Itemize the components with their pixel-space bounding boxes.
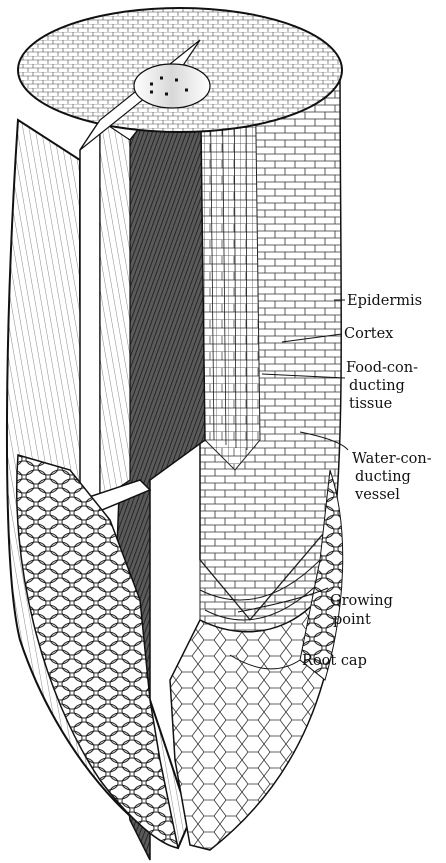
label-growing-point: Growing point — [330, 593, 398, 628]
label-epidermis: Epidermis — [347, 293, 422, 309]
label-growing-point-line-2: point — [333, 612, 371, 628]
sloughed-cap-cells — [17, 455, 178, 848]
label-root-cap-line-1: Root cap — [302, 653, 367, 669]
groove-wall-mid — [100, 120, 130, 500]
label-water-vessel: Water-con- ducting vessel — [352, 451, 436, 503]
label-water-vessel-line-1: Water-con- — [352, 451, 432, 467]
label-root-cap: Root cap — [302, 653, 367, 669]
stele-top — [134, 64, 210, 108]
label-epidermis-line-1: Epidermis — [347, 293, 422, 309]
label-food-tissue-line-1: Food-con- — [346, 360, 418, 376]
label-water-vessel-line-3: vessel — [354, 487, 400, 503]
label-growing-point-line-1: Growing — [330, 593, 393, 609]
groove-wall-left — [80, 120, 100, 520]
label-food-tissue-line-2: ducting — [349, 378, 405, 394]
label-cortex-line-1: Cortex — [344, 326, 393, 342]
label-food-tissue: Food-con- ducting tissue — [346, 360, 423, 412]
label-food-tissue-line-3: tissue — [349, 396, 392, 412]
label-water-vessel-line-2: ducting — [355, 469, 411, 485]
label-cortex: Cortex — [344, 326, 393, 342]
